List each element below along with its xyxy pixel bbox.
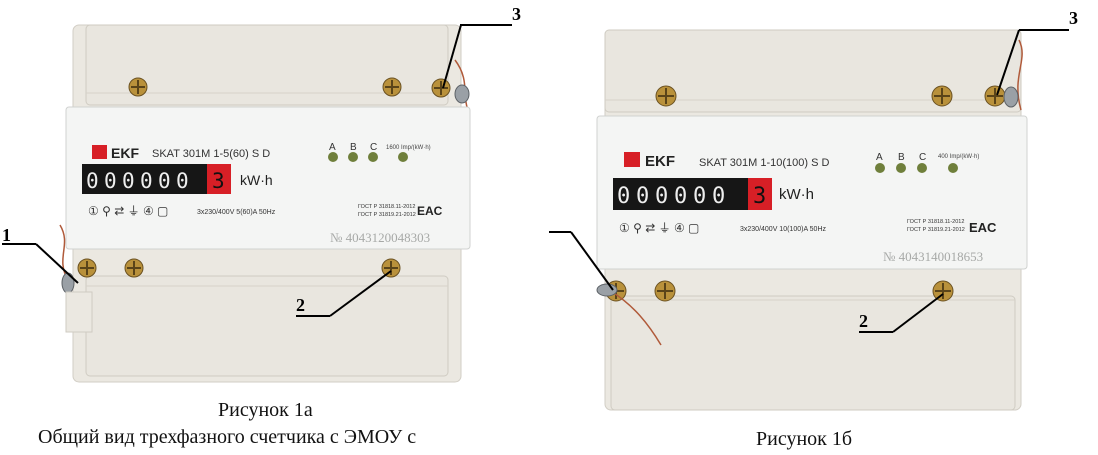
callout-1: 1 (2, 225, 11, 245)
front-panel (596, 115, 1028, 270)
led-indicator (917, 163, 927, 173)
svg-text:0: 0 (176, 169, 189, 193)
ratings-text: 3x230/400V 5(60)A 50Hz (197, 209, 276, 216)
screw-icon (655, 85, 677, 107)
brand-name: EKF (111, 145, 139, 161)
caption-1b-title: Рисунок 1б (756, 428, 853, 450)
led-indicator (398, 152, 408, 162)
screw-icon (931, 85, 953, 107)
callout-2: 2 (296, 295, 305, 315)
screw-icon (431, 78, 451, 98)
callout-2: 2 (859, 311, 868, 331)
led-indicator (948, 163, 958, 173)
seal-wire (1017, 39, 1023, 111)
counter-digits: 0 0 0 0 0 0 3 (86, 169, 225, 193)
figure-1a: EKF SKAT 301M 1-5(60) S D A B C 1600 Imp… (2, 4, 521, 383)
seal-icon (596, 283, 618, 297)
svg-text:0: 0 (655, 184, 668, 209)
screw-icon (77, 258, 97, 278)
model-name: SKAT 301M 1-5(60) S D (152, 148, 270, 160)
bottom-terminal-cover (610, 295, 1016, 411)
brand-name: EKF (645, 153, 675, 170)
svg-text:3: 3 (212, 169, 225, 193)
brand-logo-icon (624, 152, 640, 167)
energy-unit: kW·h (240, 172, 273, 188)
phase-label-b: B (350, 142, 357, 153)
impulse-rate: 1600 Imp/(kW·h) (386, 145, 431, 151)
callout-leader (35, 243, 79, 284)
svg-text:0: 0 (617, 184, 630, 209)
screw-icon (128, 77, 148, 97)
svg-text:0: 0 (693, 184, 706, 209)
led-indicator (328, 152, 338, 162)
svg-text:3: 3 (753, 184, 766, 209)
svg-text:0: 0 (674, 184, 687, 209)
brand-logo-icon (92, 145, 107, 159)
screw-icon (654, 280, 676, 302)
led-indicator (875, 163, 885, 173)
screw-icon (124, 258, 144, 278)
gost-line-1: ГОСТ Р 31818.11-2012 (358, 204, 415, 210)
meter-symbols-icon: ① ⚲ ⇄ ⏚ ④ ▢ (88, 204, 168, 218)
svg-text:0: 0 (636, 184, 649, 209)
counter-register (613, 178, 749, 210)
phase-label-b: B (898, 152, 905, 163)
phase-label-a: A (876, 152, 883, 163)
svg-text:0: 0 (712, 184, 725, 209)
caption-1a-description: Общий вид трехфазного счетчика с ЭМОУ с (38, 426, 417, 448)
top-terminal-cover (604, 29, 1022, 113)
impulse-rate: 400 Imp/(kW·h) (938, 154, 979, 160)
seal-icon (1003, 86, 1019, 108)
phase-label-c: C (919, 152, 926, 163)
callout-leader (329, 270, 392, 317)
svg-text:0: 0 (140, 169, 153, 193)
caption-1a-title: Рисунок 1а (218, 399, 313, 421)
meter-symbols-icon: ① ⚲ ⇄ ⏚ ④ ▢ (619, 221, 699, 235)
model-name: SKAT 301M 1-10(100) S D (699, 157, 829, 169)
svg-text:0: 0 (86, 169, 99, 193)
ratings-text: 3x230/400V 10(100)A 50Hz (740, 226, 827, 233)
callout-3: 3 (1069, 8, 1078, 28)
counter-register (82, 164, 208, 194)
screw-icon (381, 258, 401, 278)
screw-icon (932, 280, 954, 302)
front-panel (65, 106, 471, 250)
phase-label-a: A (329, 142, 336, 153)
seal-icon (61, 272, 75, 294)
eac-mark: EAC (969, 220, 997, 235)
gost-line-1: ГОСТ Р 31818.11-2012 (907, 219, 964, 225)
led-indicator (368, 152, 378, 162)
gost-line-2: ГОСТ Р 31819.21-2012 (907, 227, 965, 233)
callout-3: 3 (512, 4, 521, 24)
screw-icon (382, 77, 402, 97)
callout-leader (570, 231, 614, 291)
serial-number: № 4043120048303 (330, 230, 430, 245)
seal-icon (454, 84, 470, 104)
phase-label-c: C (370, 142, 377, 153)
callout-leader (892, 293, 944, 333)
top-terminal-cover (85, 24, 449, 106)
energy-unit: kW·h (779, 186, 814, 203)
screw-icon (984, 85, 1006, 107)
led-indicator (348, 152, 358, 162)
callout-leader (442, 24, 462, 89)
bottom-terminal-cover (85, 275, 449, 377)
serial-number: № 4043140018653 (883, 249, 983, 264)
eac-mark: EAC (417, 204, 443, 218)
callout-leader (996, 29, 1020, 96)
svg-text:0: 0 (122, 169, 135, 193)
gost-line-2: ГОСТ Р 31819.21-2012 (358, 212, 416, 218)
svg-text:0: 0 (158, 169, 171, 193)
seal-wire (608, 289, 662, 346)
svg-text:0: 0 (104, 169, 117, 193)
counter-digits: 0 0 0 0 0 0 3 (617, 184, 766, 209)
led-indicator (896, 163, 906, 173)
figure-1b: EKF SKAT 301M 1-10(100) S D A B C 400 Im… (549, 8, 1078, 411)
